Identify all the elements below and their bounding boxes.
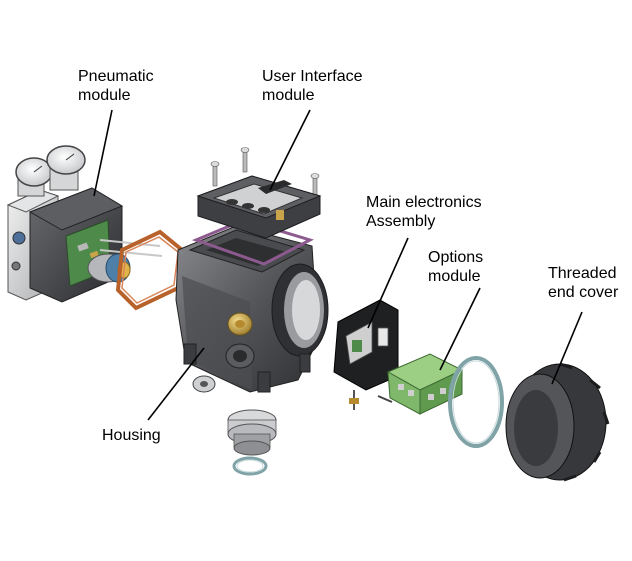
leader-threaded-cover	[551, 311, 583, 385]
user-interface-module	[196, 147, 322, 239]
label-pneumatic-line2: module	[78, 87, 131, 104]
screw-right	[310, 173, 320, 199]
label-threaded-line2: end cover	[548, 284, 619, 301]
leader-housing	[147, 347, 205, 421]
label-options-module: Options module	[428, 248, 483, 286]
brass-plug	[227, 312, 253, 336]
label-housing: Housing	[102, 426, 161, 445]
fitting-ring	[232, 456, 268, 476]
label-pneumatic-module: Pneumatic module	[78, 67, 154, 105]
label-user-interface-line2: module	[262, 87, 315, 104]
main-electronics-assembly	[333, 299, 399, 410]
housing	[175, 225, 329, 393]
label-user-interface-line1: User Interface	[262, 68, 363, 85]
ui-gasket	[191, 218, 314, 266]
label-threaded-end-cover: Threaded end cover	[548, 264, 618, 302]
pressure-gauge-right	[46, 145, 86, 191]
label-threaded-line1: Threaded	[548, 265, 617, 282]
label-main-electronics-line1: Main electronics	[366, 194, 482, 211]
label-pneumatic-line1: Pneumatic	[78, 68, 154, 85]
threaded-end-cover	[505, 362, 610, 482]
leader-user-interface	[269, 109, 311, 191]
label-housing-line1: Housing	[102, 427, 161, 444]
label-options-line1: Options	[428, 249, 484, 266]
label-main-electronics-line2: Assembly	[366, 213, 436, 230]
pressure-gauge-left	[15, 157, 53, 197]
conduit-fitting	[227, 409, 277, 456]
screw-middle	[240, 147, 250, 173]
leader-main-electronics	[367, 237, 409, 329]
leader-pneumatic	[93, 109, 113, 197]
label-options-line2: module	[428, 268, 481, 285]
o-ring	[448, 356, 504, 448]
leader-options	[439, 287, 481, 371]
label-user-interface-module: User Interface module	[262, 67, 362, 105]
pneumatic-module	[6, 145, 185, 311]
screw-left	[210, 161, 220, 187]
label-main-electronics-assembly: Main electronics Assembly	[366, 193, 482, 231]
